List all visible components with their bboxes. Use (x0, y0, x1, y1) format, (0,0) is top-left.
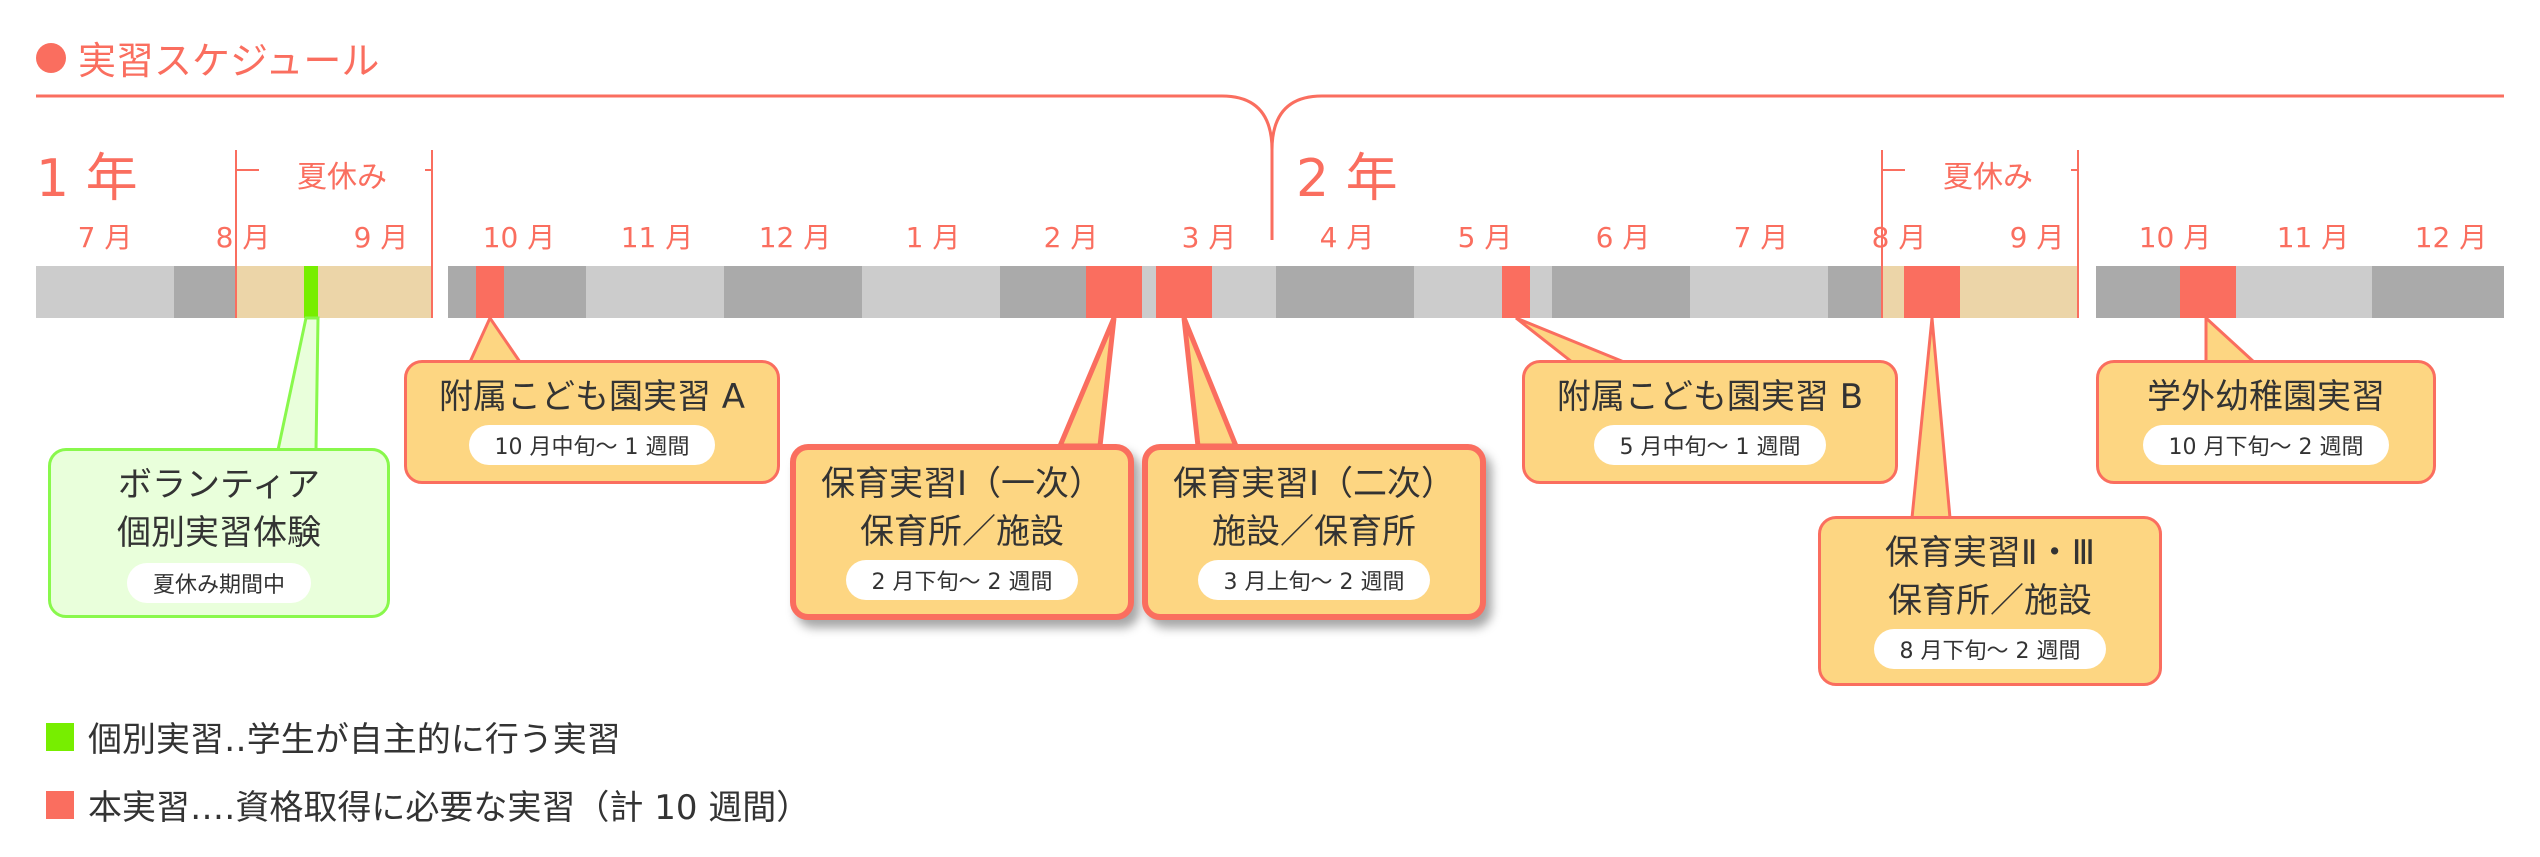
callout-period-pill: 夏休み期間中 (126, 563, 311, 603)
year-bracket-line (36, 94, 2504, 240)
schedule-title: 実習スケジュール (36, 30, 379, 85)
callout-period-pill: 8 月下旬〜 2 週間 (1873, 629, 2107, 669)
callout-title-line: 施設／保育所 (1212, 512, 1416, 552)
summer-label-2: 夏休み (1905, 152, 2071, 196)
connector-hoiku1b (1181, 317, 1240, 449)
month-label: 6 月 (1595, 221, 1651, 254)
month-label: 1 月 (905, 221, 961, 254)
callout-title-line: 保育所／施設 (860, 512, 1064, 552)
month-label: 7 月 (77, 221, 133, 254)
month-label: 8 月 (215, 221, 271, 254)
legend-text: 本実習‥‥資格取得に必要な実習（計 10 週間） (88, 788, 811, 828)
month-label: 7 月 (1733, 221, 1789, 254)
month-label: 9 月 (353, 221, 409, 254)
individual-practice-mark (304, 266, 318, 318)
month-label: 10 月 (2138, 221, 2212, 254)
month-label: 12 月 (2414, 221, 2488, 254)
callout-title-line: ボランティア (118, 465, 320, 505)
callout-title-line: 附属こども園実習 B (1556, 377, 1864, 417)
callout-title-line: 個別実習体験 (117, 513, 321, 553)
summer-bracket-1 (235, 150, 433, 318)
month-label: 5 月 (1457, 221, 1513, 254)
month-label: 11 月 (2276, 221, 2350, 254)
callout-title-line: 附属こども園実習 A (438, 377, 746, 417)
circle-bullet-icon (36, 42, 66, 73)
connector-a (467, 314, 523, 364)
callout-period-pill: 10 月下旬〜 2 週間 (2142, 425, 2390, 465)
legend-main: 本実習‥‥資格取得に必要な実習（計 10 週間） (46, 780, 810, 829)
callout-title-line: 保育実習Ⅰ（一次） (820, 464, 1104, 504)
callout-title-line: 学外幼稚園実習 (2147, 377, 2385, 417)
callout-hoiku1-second: 保育実習Ⅰ（二次） 施設／保育所 3 月上旬〜 2 週間 (1142, 444, 1486, 620)
callout-title-line: 保育所／施設 (1888, 581, 2092, 621)
callout-period-pill: 2 月下旬〜 2 週間 (845, 560, 1079, 600)
legend-text: 個別実習‥学生が自主的に行う実習 (88, 720, 621, 760)
month-label: 10 月 (482, 221, 556, 254)
year-label-2: 2 年 (1296, 149, 1398, 209)
summer-bracket-2 (1881, 150, 2079, 318)
connector-hoiku2 (1910, 317, 1952, 520)
callout-title-line: 保育実習Ⅰ（二次） (1172, 464, 1456, 504)
callout-period-pill: 3 月上旬〜 2 週間 (1197, 560, 1431, 600)
year-label-1: 1 年 (36, 149, 138, 209)
month-label: 8 月 (1871, 221, 1927, 254)
connector-hoiku1 (1056, 317, 1117, 449)
schedule-title-text: 実習スケジュール (78, 39, 380, 83)
month-label: 9 月 (2009, 221, 2065, 254)
callout-gakugai: 学外幼稚園実習 10 月下旬〜 2 週間 (2096, 360, 2436, 484)
callout-title-line: 保育実習Ⅱ・Ⅲ (1884, 533, 2096, 573)
callout-hoiku2-3: 保育実習Ⅱ・Ⅲ 保育所／施設 8 月下旬〜 2 週間 (1818, 516, 2162, 686)
month-label: 4 月 (1319, 221, 1375, 254)
callout-period-pill: 10 月中旬〜 1 週間 (468, 425, 716, 465)
month-label: 3 月 (1181, 221, 1237, 254)
legend-individual: 個別実習‥学生が自主的に行う実習 (46, 712, 621, 761)
month-label: 2 月 (1043, 221, 1099, 254)
main-practice-marks (476, 266, 2236, 318)
timeline-bar (36, 266, 2504, 318)
connector-b (1515, 316, 1625, 364)
connector-gakugai (2204, 314, 2258, 364)
green-square-icon (46, 722, 74, 751)
month-label: 11 月 (620, 221, 694, 254)
callout-hoiku1-first: 保育実習Ⅰ（一次） 保育所／施設 2 月下旬〜 2 週間 (790, 444, 1134, 620)
callout-period-pill: 5 月中旬〜 1 週間 (1593, 425, 1827, 465)
callout-kodomoen-b: 附属こども園実習 B 5 月中旬〜 1 週間 (1522, 360, 1898, 484)
connector-volunteer (276, 316, 320, 452)
callout-volunteer: ボランティア 個別実習体験 夏休み期間中 (48, 448, 390, 618)
callout-kodomoen-a: 附属こども園実習 A 10 月中旬〜 1 週間 (404, 360, 780, 484)
month-label: 12 月 (758, 221, 832, 254)
summer-label-1: 夏休み (259, 152, 425, 196)
red-square-icon (46, 790, 74, 819)
